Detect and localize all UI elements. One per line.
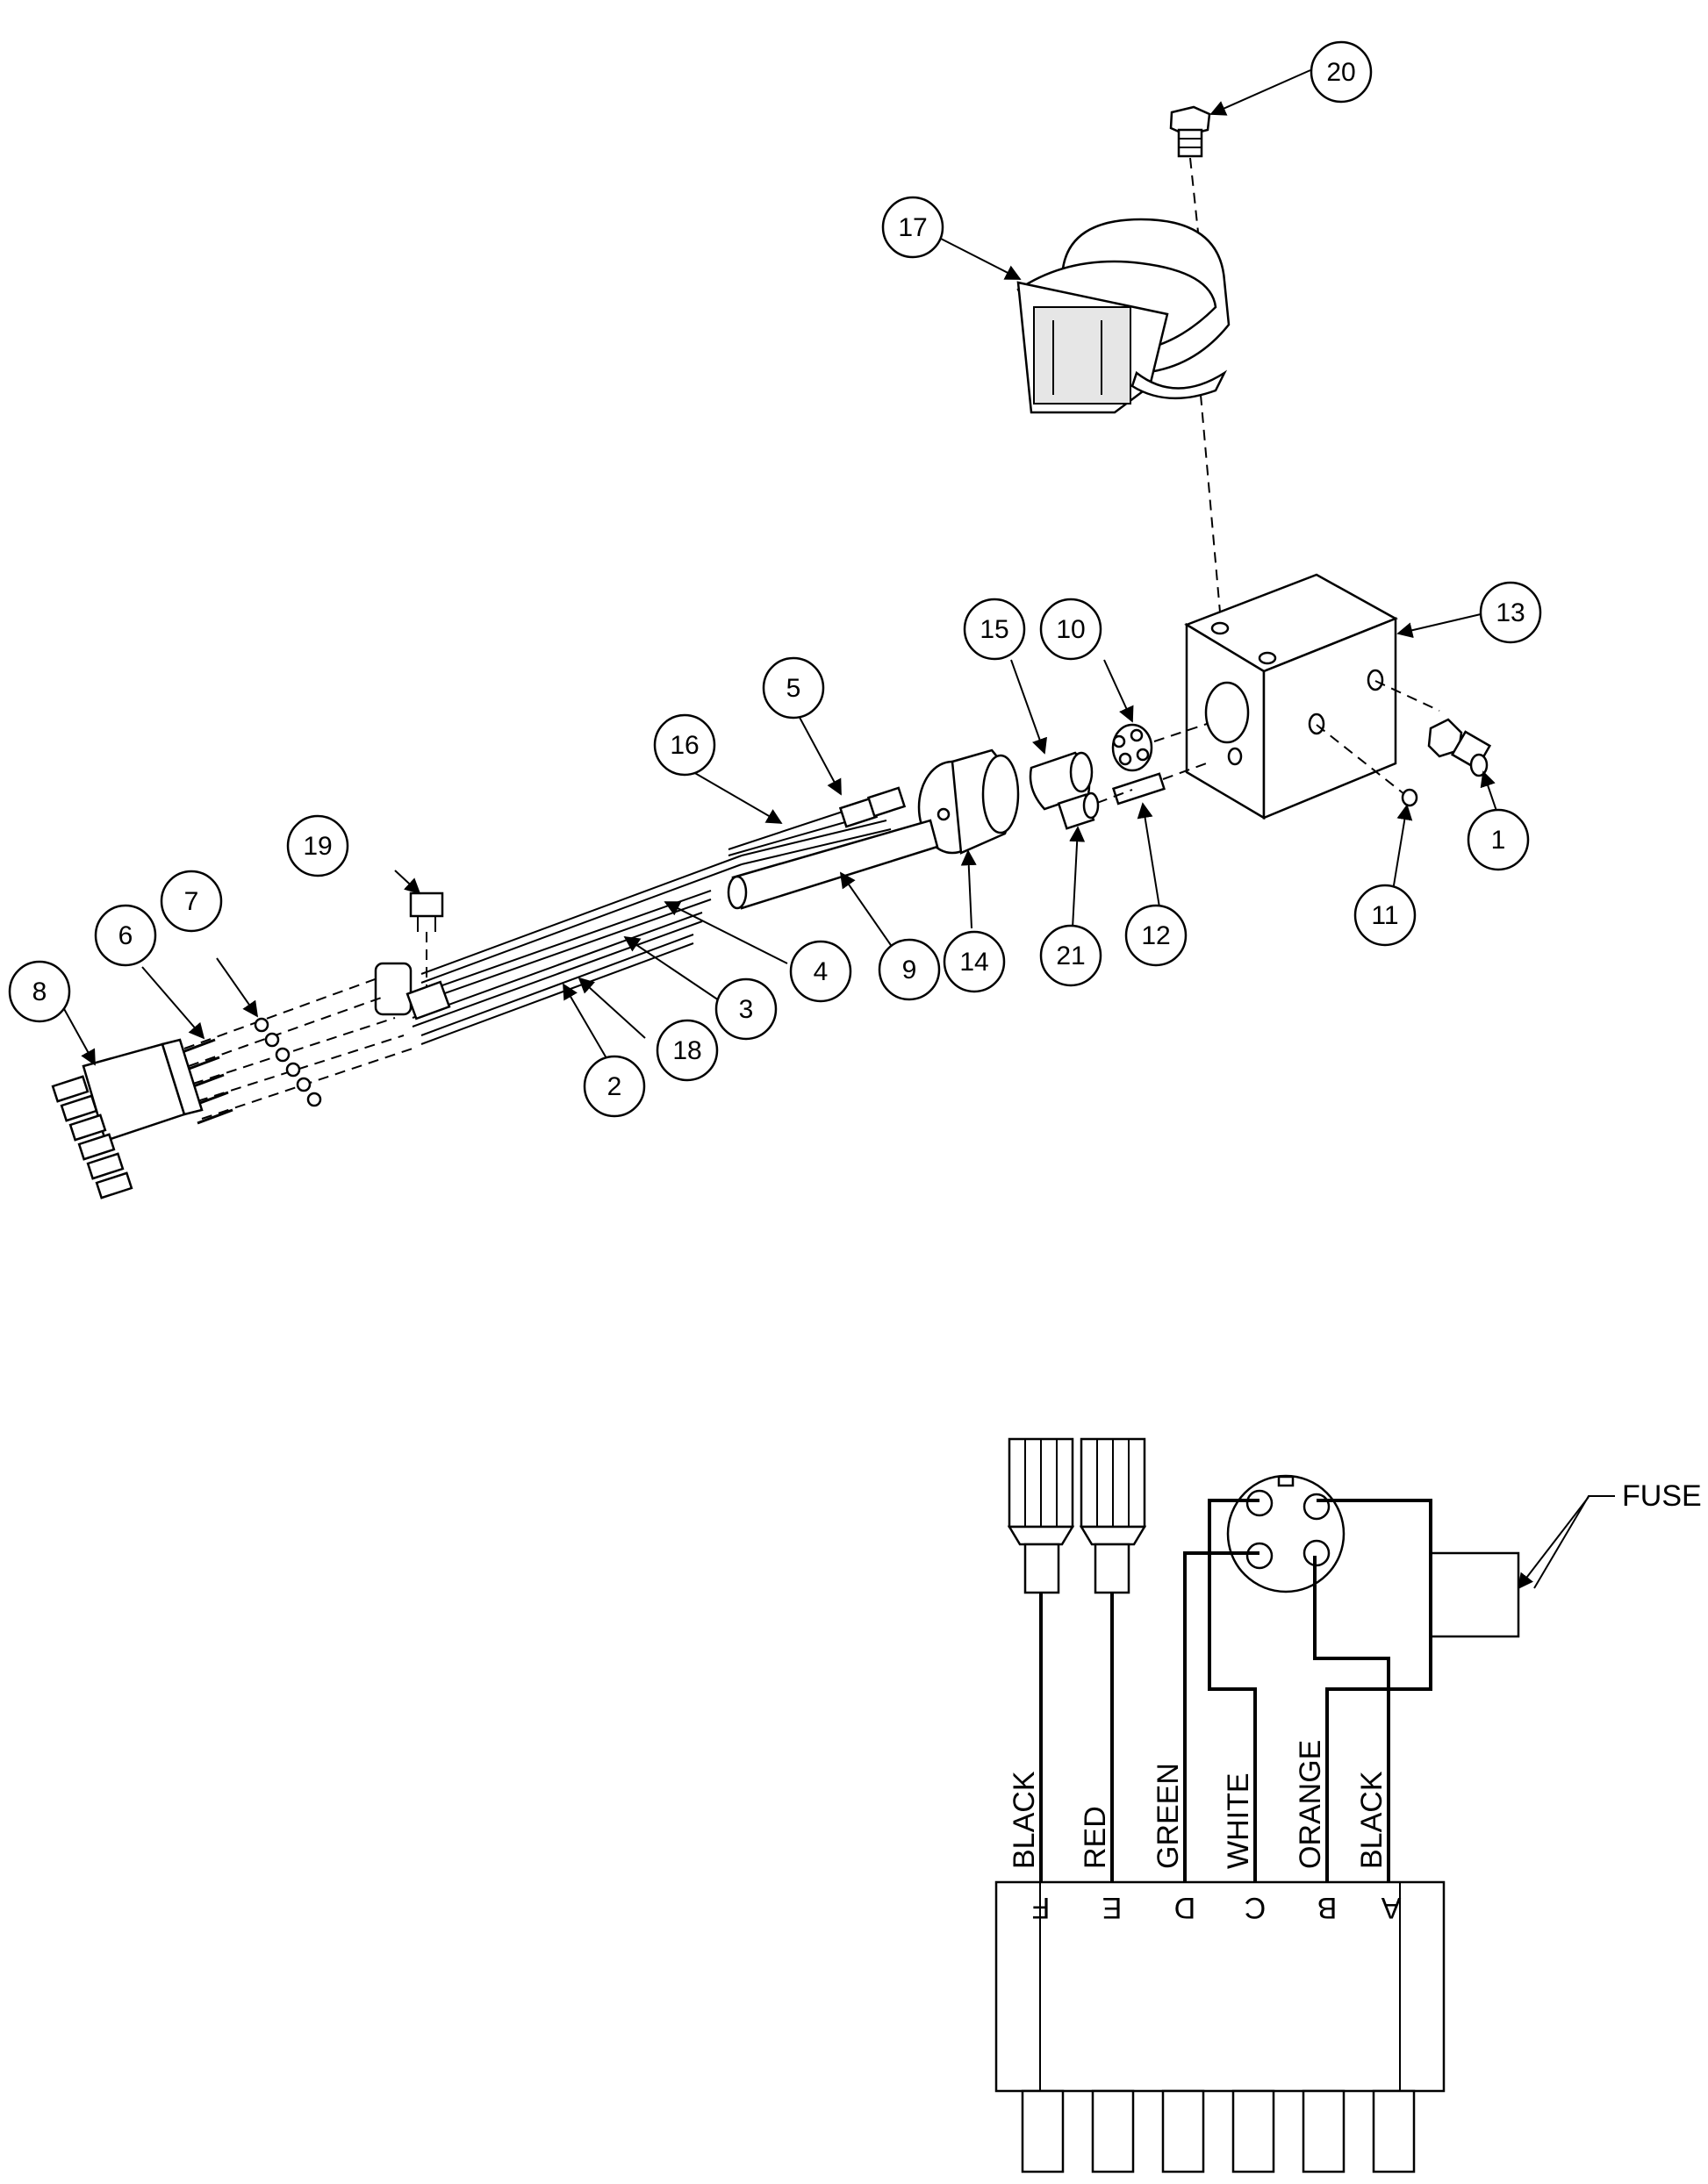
wire-label-c: WHITE [1222,1772,1255,1869]
part-13-valve-block [1184,573,1398,820]
part-10-socket [1111,723,1153,772]
part-14-grommet [917,748,1020,855]
callout-17: 17 [881,196,944,259]
round-socket [1226,1474,1346,1593]
callout-11: 11 [1353,884,1417,947]
exploded-view: 1 2 3 4 5 6 7 8 9 10 11 12 13 14 15 16 1… [8,40,1542,1199]
callout-15: 15 [963,598,1026,661]
callout-3-label: 3 [739,995,754,1024]
callout-13: 13 [1479,581,1542,644]
callout-2: 2 [583,1055,646,1118]
part-16-splice [728,811,852,856]
part-8-connector-plug [51,1038,204,1199]
callout-11-label: 11 [1371,901,1398,930]
callout-17-label: 17 [898,213,927,242]
part-15-sleeve [1029,751,1094,811]
part-1-fitting [1427,718,1492,777]
pin-letter-c: C [1245,1891,1267,1924]
callout-16-label: 16 [670,731,699,760]
part-11-plug [1401,788,1418,807]
callout-8-label: 8 [32,977,47,1006]
callout-20-label: 20 [1326,58,1355,87]
pin-letter-b: B [1317,1891,1338,1924]
callout-6-label: 6 [118,921,133,950]
part-12-pin [1111,772,1166,806]
callout-4-label: 4 [814,957,829,986]
callout-9: 9 [878,938,941,1001]
callout-10: 10 [1039,598,1102,661]
callout-8: 8 [8,960,71,1023]
callout-20: 20 [1310,40,1373,104]
callout-12-label: 12 [1141,921,1170,950]
wire-label-a: BLACK [1355,1771,1389,1869]
callout-6: 6 [94,904,157,967]
fuse-holder-schematic [1429,1551,1520,1638]
callout-19-label: 19 [303,832,332,861]
pin-letter-a: A [1381,1891,1401,1924]
callout-10-label: 10 [1056,615,1085,644]
callout-19: 19 [286,814,349,877]
callout-15-label: 15 [980,615,1008,644]
wiring-schematic: FUSE BLACK RED GREEN WHITE ORANGE BLACK [994,1437,1702,2173]
callout-18-label: 18 [672,1036,701,1065]
leader-arrows [62,69,1499,1070]
schematic-wires [1039,1499,1432,1882]
fuse-label: FUSE [1622,1479,1702,1513]
callout-14: 14 [943,930,1006,993]
bullet-connector-black [1007,1437,1075,1594]
callout-14-label: 14 [959,948,988,977]
part-17-horn [1016,218,1231,414]
wire-label-b: ORANGE [1294,1740,1327,1869]
fuse-leader [1517,1496,1590,1590]
pin-letter-d: D [1174,1891,1196,1924]
wire-label-f: BLACK [1008,1771,1041,1869]
wire-label-d: GREEN [1152,1763,1185,1869]
wire-bundle [412,820,892,1045]
fuse-holder [374,962,451,1020]
callout-12: 12 [1124,904,1188,967]
fuse-leader-line [1533,1495,1615,1589]
callout-4: 4 [789,940,852,1003]
wire-label-e: RED [1079,1806,1112,1869]
callout-5-label: 5 [786,674,801,703]
callout-7: 7 [160,870,223,933]
part-5-connector [838,786,907,828]
bullet-connector-red [1079,1437,1147,1594]
callout-21: 21 [1039,924,1102,987]
callout-5: 5 [762,656,825,720]
callout-13-label: 13 [1496,598,1525,627]
callout-9-label: 9 [902,956,917,985]
pin-letter-f: F [1032,1891,1051,1924]
callout-16: 16 [653,713,716,777]
part-20-bolt [1169,105,1211,158]
callout-18: 18 [656,1019,719,1082]
callout-1: 1 [1467,808,1530,871]
callout-7-label: 7 [184,887,199,916]
callout-3: 3 [714,977,778,1041]
callout-2-label: 2 [607,1072,622,1101]
part-19-fuse [409,892,444,932]
pin-letter-e: E [1102,1891,1123,1924]
part-21-nut [1057,791,1100,830]
six-pin-connector [994,1880,1446,2173]
callout-21-label: 21 [1056,942,1085,970]
callout-1-label: 1 [1491,826,1506,855]
part-9-tube [727,819,939,910]
